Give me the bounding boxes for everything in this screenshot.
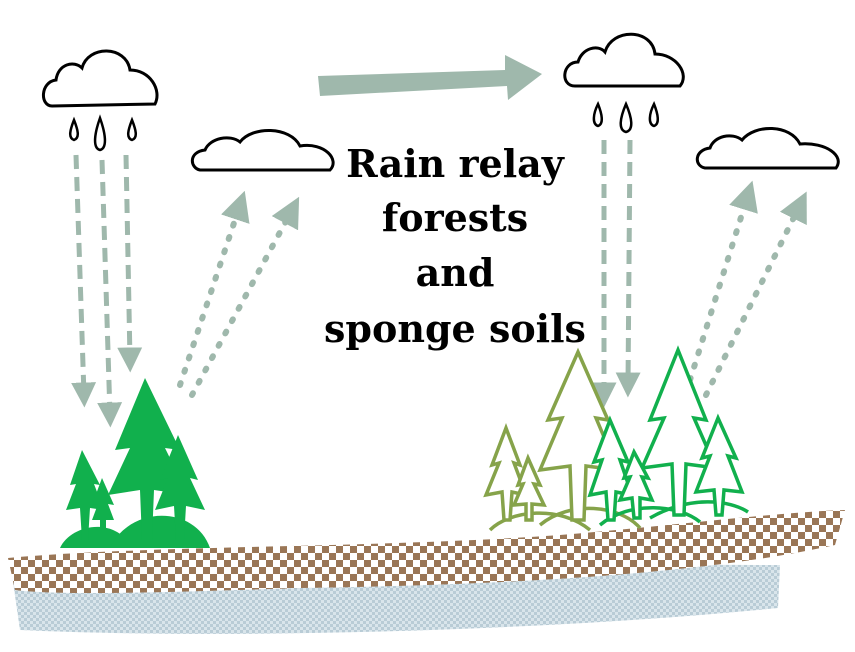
- hill: [649, 500, 749, 520]
- cloud-icon: [190, 129, 335, 172]
- evaporation-arrows-right: [687, 180, 807, 398]
- title-line-3: and: [416, 250, 495, 295]
- evaporation-arrows-left: [177, 190, 300, 398]
- title-line-1: Rain relay: [346, 141, 565, 186]
- conifer-tree-icon: [66, 450, 104, 540]
- cloud-icon: [42, 49, 159, 108]
- rainfall-arrows-right: [591, 139, 641, 408]
- hill: [488, 511, 592, 532]
- hill: [538, 506, 642, 530]
- title-line-4: sponge soils: [324, 306, 586, 351]
- conifer-tree-icon: [511, 453, 547, 522]
- raindrop-icon: [69, 114, 137, 152]
- conifer-tree-icon: [92, 478, 114, 540]
- conifer-tree-icon: [693, 413, 745, 517]
- cloud-icon: [695, 127, 840, 170]
- hill: [110, 515, 210, 548]
- conifer-tree-icon: [617, 447, 655, 520]
- conifer-tree-icon: [155, 435, 205, 540]
- conifer-tree-icon: [108, 378, 188, 540]
- relay-arrow: [318, 55, 542, 100]
- conifer-tree-icon: [587, 415, 635, 522]
- conifer-tree-icon: [483, 423, 529, 522]
- forest-left: [60, 378, 210, 548]
- sponge-soil-layer: [8, 510, 845, 594]
- conifer-tree-icon: [639, 345, 719, 517]
- title-line-2: forests: [382, 195, 528, 240]
- conifer-tree-icon: [537, 347, 621, 522]
- raindrop-icon: [592, 100, 659, 134]
- rainfall-arrows-left: [71, 154, 143, 428]
- rain-cloud-left: [42, 49, 159, 152]
- diagram-title: Rain relay forests and sponge soils: [324, 141, 586, 351]
- cloud-icon: [563, 32, 685, 88]
- forest-right: [483, 345, 749, 532]
- rain-cloud-right: [563, 32, 685, 134]
